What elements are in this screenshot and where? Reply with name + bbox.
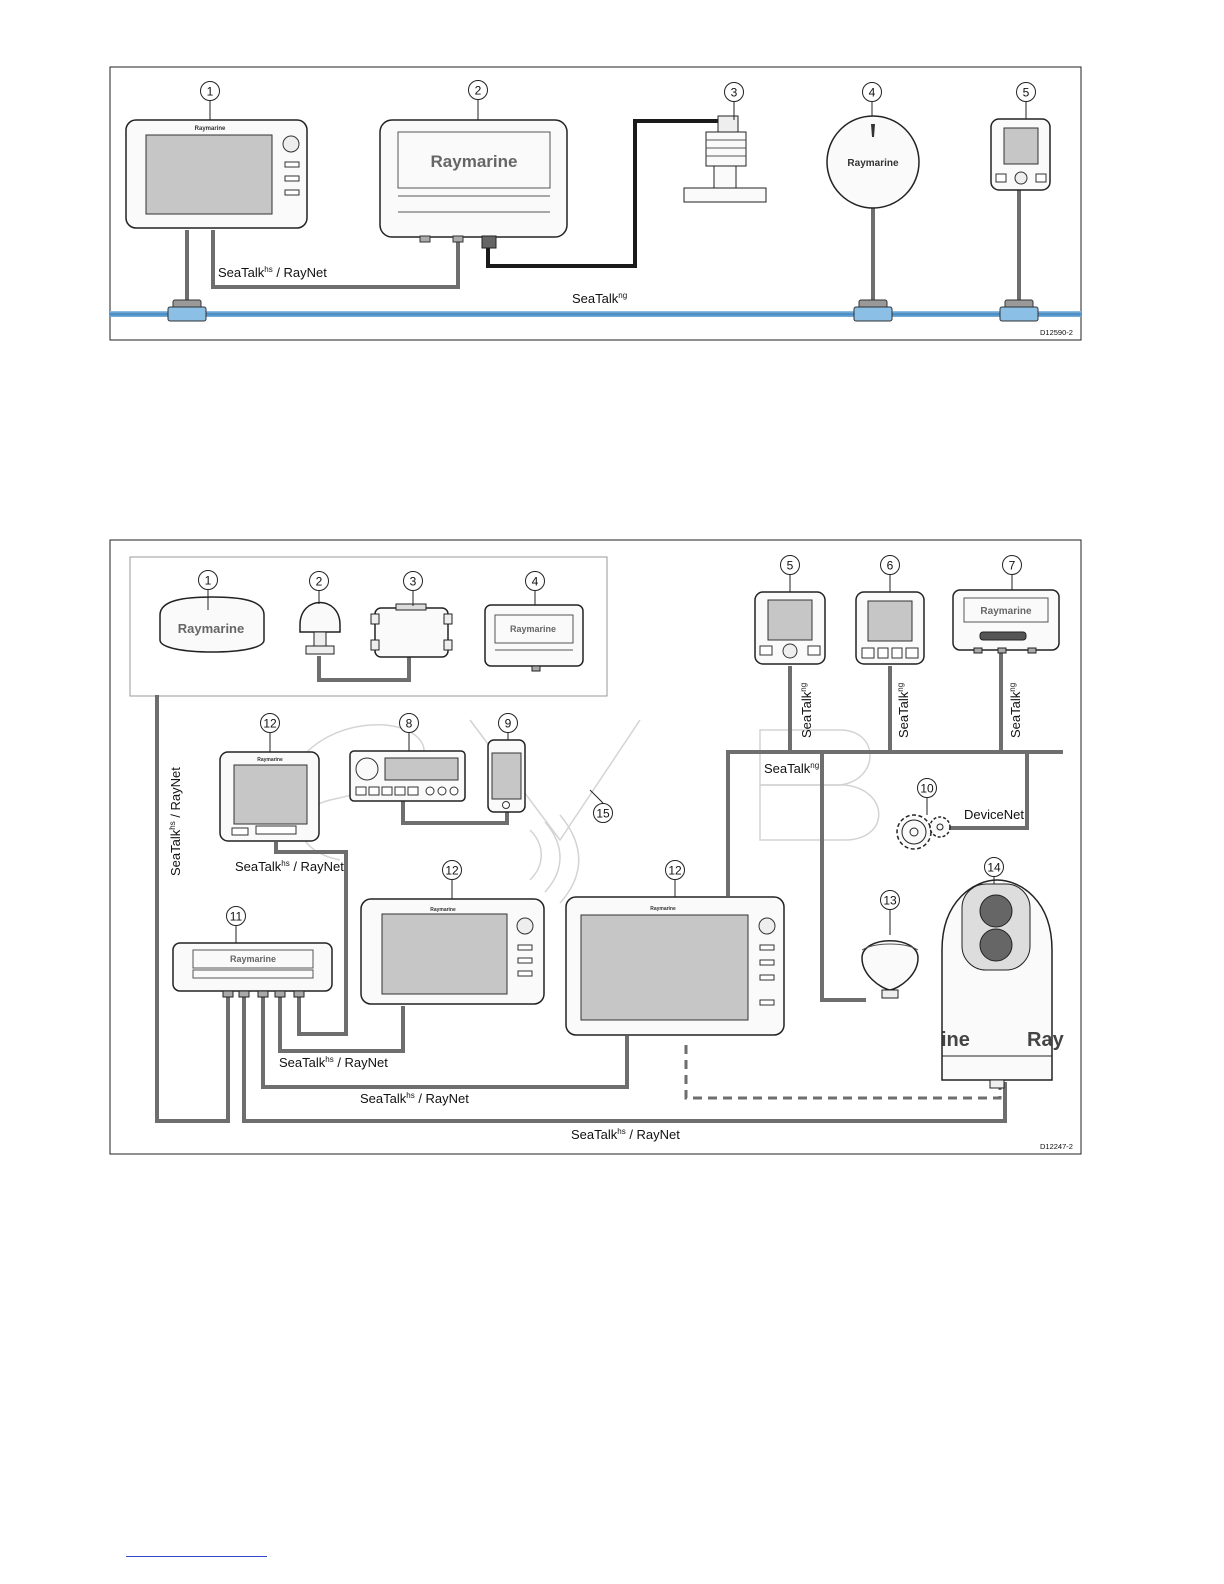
callout-11: 11 [230,910,243,924]
instrument-display-5 [754,591,826,665]
seatalk-hs-label: SeaTalkhs / RayNet [218,265,327,280]
instrument-module-7: Raymarine [952,589,1060,654]
diagram-code-2: D12247-2 [1040,1142,1073,1151]
callout-3: 3 [410,575,417,589]
sensor-group-box [129,556,608,697]
callout-7: 7 [1009,559,1016,573]
seatalk-hs-label-b: SeaTalkhs / RayNet [279,1055,388,1070]
fluxgate-compass: Raymarine [826,115,920,209]
diagram-1: Raymarine Raymarine Raymarin [109,66,1082,341]
network-switch: Raymarine [172,942,333,998]
callout-4: 4 [869,86,876,100]
diagram-2: Raymarine Raymarine [109,539,1082,1155]
display-brand-label: Raymarine [195,126,226,132]
callout-5: 5 [787,559,794,573]
callout-2: 2 [475,84,482,98]
callout-14: 14 [987,861,1001,875]
instrument-display-1 [990,118,1051,191]
callout-6: 6 [887,559,894,573]
seatalk-ng-label-6: SeaTalkng [896,683,911,738]
callout-3: 3 [731,86,738,100]
devicenet-label: DeviceNet [964,807,1024,822]
module-2-brand-label: Raymarine [510,624,556,634]
callout-4: 4 [532,575,539,589]
callout-12b: 12 [445,864,459,878]
callout-15: 15 [596,807,610,821]
seatalk-ng-label-bus: SeaTalkng [764,761,819,776]
backbone-connectors-1 [167,299,1039,322]
callout-13: 13 [883,894,897,908]
transducer [683,115,767,203]
callout-1: 1 [205,574,212,588]
receiver-module [370,603,453,658]
callouts-1: 1 2 3 4 5 [200,80,1036,120]
seatalk-ng-label-5: SeaTalkng [799,683,814,738]
display-medium-brand-label: Raymarine [430,907,456,913]
diagram-code: D12590-2 [1040,328,1073,337]
callout-12c: 12 [668,864,682,878]
compass-brand-label: Raymarine [847,158,899,169]
callout-1: 1 [207,85,214,99]
seatalk-ng-label-7: SeaTalkng [1008,683,1023,738]
seatalk-ng-label: SeaTalkng [572,291,627,306]
module-brand-label: Raymarine [431,152,518,171]
callout-12a: 12 [263,717,277,731]
callouts-2: 1 2 3 4 5 6 7 8 9 [198,555,1022,943]
switch-brand-label: Raymarine [230,954,276,964]
callout-9: 9 [505,717,512,731]
network-module: Raymarine [379,119,568,249]
footer-link-underline[interactable] [126,1556,267,1557]
callout-10: 10 [920,782,934,796]
seatalk-hs-label-a: SeaTalkhs / RayNet [235,859,344,874]
seatalk-hs-label-d: SeaTalkhs / RayNet [571,1127,680,1142]
radar-radome: Raymarine [159,596,265,653]
seatalk-hs-label-vertical: SeaTalkhs / RayNet [168,767,183,876]
smartphone [487,739,526,813]
cables-1 [185,119,1021,300]
callout-2: 2 [316,575,323,589]
network-module-2: Raymarine [484,604,584,672]
display-large-brand-label: Raymarine [650,906,676,912]
module-7-brand-label: Raymarine [980,606,1032,617]
callout-8: 8 [406,717,413,731]
radome-brand-label: Raymarine [178,621,244,636]
cables-2 [155,652,1063,1123]
multifunction-display-medium: Raymarine [360,898,545,1005]
display-small-brand-label: Raymarine [257,757,283,763]
instrument-display-6 [855,591,925,665]
gps-antenna [299,601,341,655]
transducer-cable [486,119,720,268]
camera-brand-right: Ray [1027,1029,1065,1051]
gear-icon [896,814,951,850]
seatalk-hs-label-c: SeaTalkhs / RayNet [360,1091,469,1106]
callout-5: 5 [1023,86,1030,100]
seatalk-hs-cable [211,230,460,289]
vhf-radio [349,750,466,802]
multifunction-display-1: Raymarine [125,119,308,229]
thermal-camera: ine Ray [941,879,1065,1089]
gps-receiver [861,940,919,999]
seatalk-ng-backbone [110,311,1081,317]
camera-brand-left: ine [941,1029,970,1051]
multifunction-display-large: Raymarine [565,896,785,1036]
multifunction-display-small: Raymarine [219,751,320,842]
